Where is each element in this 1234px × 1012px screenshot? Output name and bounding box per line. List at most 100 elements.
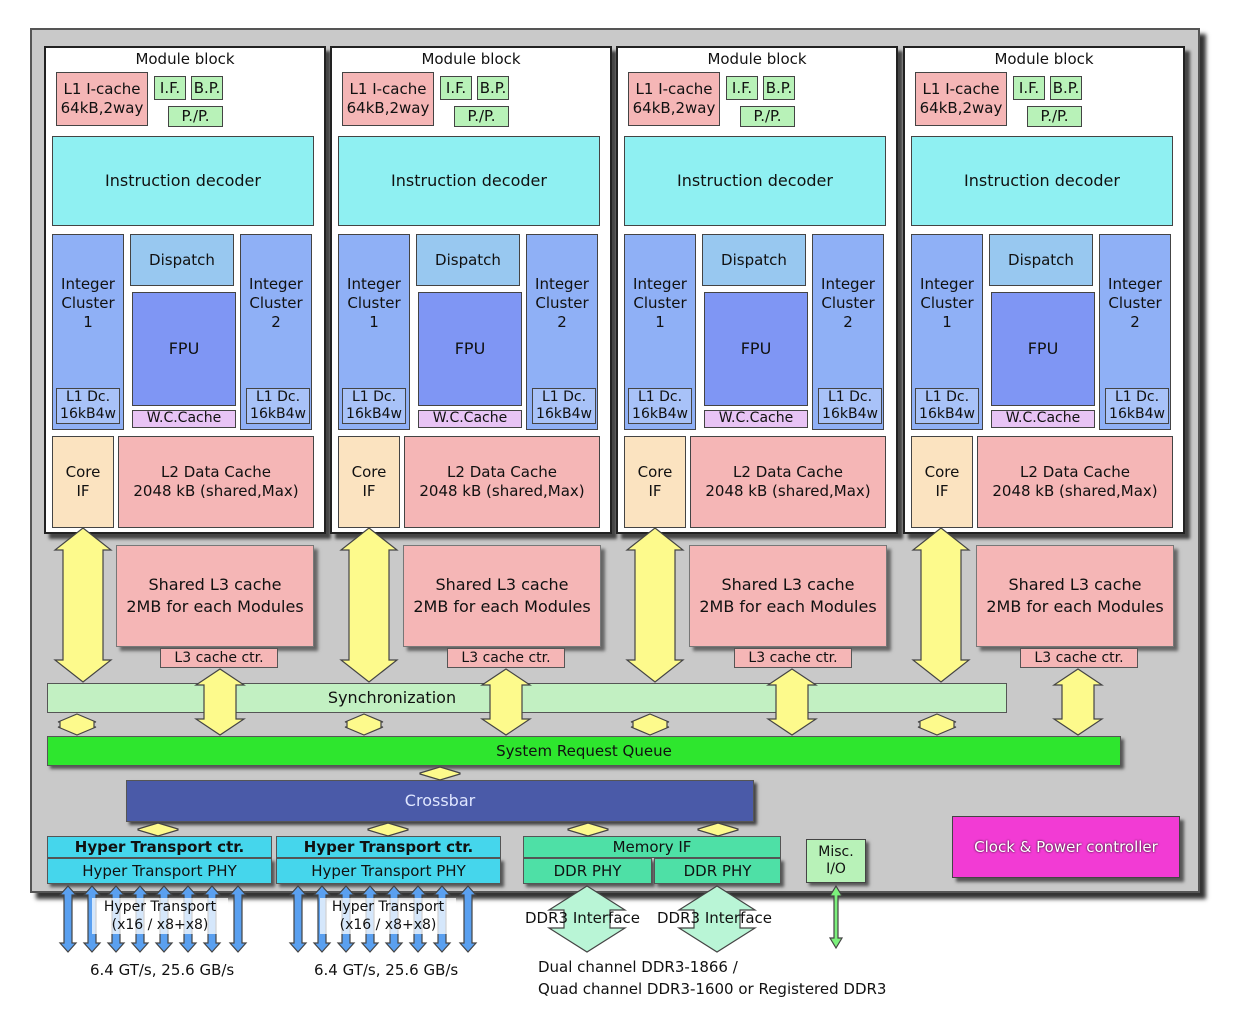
core-interface: Core IF	[338, 436, 400, 528]
instruction-decoder: Instruction decoder	[624, 136, 886, 226]
l1-dcache-1: L1 Dc. 16kB4w	[56, 388, 120, 424]
l1-dcache-size: 16kB4w	[632, 406, 688, 422]
l1-dcache-size: 16kB4w	[250, 406, 306, 422]
ddr3-interface-label: DDR3 Interface	[657, 909, 772, 927]
integer-cluster-1-line: Cluster	[920, 293, 974, 312]
dispatch: Dispatch	[702, 234, 806, 286]
l3-cache-size: 2MB for each Modules	[986, 597, 1164, 616]
hyper-transport-speed: 6.4 GT/s, 25.6 GB/s	[90, 961, 235, 979]
hyper-transport-speed: 6.4 GT/s, 25.6 GB/s	[314, 961, 459, 979]
fpu: FPU	[991, 292, 1095, 406]
core-interface: Core IF	[911, 436, 973, 528]
integer-cluster-1-line: Cluster	[347, 293, 401, 312]
l3-sync-arrow	[480, 668, 532, 736]
pre-decode: P./P.	[168, 106, 223, 127]
l3-cache-controller: L3 cache ctr.	[1020, 648, 1138, 668]
l1-icache-size: 64kB,2way	[60, 99, 144, 117]
l1-icache-name: L1 I-cache	[635, 80, 713, 99]
write-combining-cache: W.C.Cache	[132, 410, 236, 428]
l3-cache-name: Shared L3 cache	[148, 574, 282, 594]
dispatch: Dispatch	[130, 234, 234, 286]
hyper-transport-lane-arrow	[228, 885, 248, 953]
l1-icache: L1 I-cache 64kB,2way	[628, 72, 720, 126]
fpu: FPU	[704, 292, 808, 406]
integer-cluster-2-line: 2	[557, 312, 567, 331]
l1-dcache-size: 16kB4w	[822, 406, 878, 422]
core-interface: Core IF	[624, 436, 686, 528]
memory-support-note: Quad channel DDR3-1600 or Registered DDR…	[538, 980, 887, 998]
integer-cluster-1-line: Integer	[347, 275, 401, 293]
l3-cache-controller: L3 cache ctr.	[447, 648, 565, 668]
branch-predictor: B.P.	[1050, 76, 1082, 100]
core-interface-line: IF	[648, 482, 662, 500]
l1-dcache-name: L1 Dc.	[541, 388, 587, 405]
l1-dcache-2: L1 Dc. 16kB4w	[818, 388, 882, 424]
l2-data-cache: L2 Data Cache 2048 kB (shared,Max)	[690, 436, 886, 528]
integer-cluster-2-line: Cluster	[1108, 293, 1162, 312]
hyper-transport-phy: Hyper Transport PHY	[47, 858, 272, 884]
l1-dcache-size: 16kB4w	[1109, 406, 1165, 422]
instruction-fetch: I.F.	[726, 76, 758, 100]
l3-cache-size: 2MB for each Modules	[699, 597, 877, 616]
write-combining-cache: W.C.Cache	[704, 410, 808, 428]
pre-decode: P./P.	[740, 106, 795, 127]
branch-predictor: B.P.	[763, 76, 795, 100]
l1-dcache-name: L1 Dc.	[924, 388, 970, 405]
l1-dcache-name: L1 Dc.	[65, 388, 111, 405]
integer-cluster-2-line: Cluster	[535, 293, 589, 312]
l1-dcache-name: L1 Dc.	[827, 388, 873, 405]
srq-crossbar-arrow	[419, 766, 461, 781]
l2-cache-name: L2 Data Cache	[733, 463, 843, 482]
hyper-transport-lane-arrow	[288, 885, 308, 953]
l2-cache-name: L2 Data Cache	[447, 463, 557, 482]
module-title: Module block	[707, 50, 807, 68]
l1-icache-size: 64kB,2way	[632, 99, 716, 117]
core-interface-line: IF	[935, 482, 949, 500]
core-interface-line: IF	[362, 482, 376, 500]
l3-cache-name: Shared L3 cache	[1008, 574, 1142, 594]
instruction-fetch: I.F.	[440, 76, 472, 100]
crossbar: Crossbar	[126, 780, 754, 822]
crossbar-io-arrow	[697, 822, 739, 837]
integer-cluster-2-line: Integer	[1108, 275, 1162, 293]
integer-cluster-2-line: 2	[1130, 312, 1140, 331]
integer-cluster-2-line: 2	[843, 312, 853, 331]
ht-link-name: Hyper Transport	[103, 899, 217, 915]
l1-dcache-2: L1 Dc. 16kB4w	[532, 388, 596, 424]
branch-predictor: B.P.	[477, 76, 509, 100]
integer-cluster-2-line: Cluster	[249, 293, 303, 312]
l3-cache-name: Shared L3 cache	[435, 574, 569, 594]
integer-cluster-1-line: 1	[83, 312, 93, 331]
ddr3-interface-label: DDR3 Interface	[525, 909, 640, 927]
instruction-fetch: I.F.	[154, 76, 186, 100]
hyper-transport-link-label: Hyper Transport (x16 / x8+x8)	[320, 898, 456, 934]
shared-l3-cache: Shared L3 cache 2MB for each Modules	[116, 545, 314, 647]
shared-l3-cache: Shared L3 cache 2MB for each Modules	[976, 545, 1174, 647]
hyper-transport-lane-arrow	[58, 885, 78, 953]
l3-cache-size: 2MB for each Modules	[413, 597, 591, 616]
l1-dcache-size: 16kB4w	[919, 406, 975, 422]
l1-dcache-1: L1 Dc. 16kB4w	[628, 388, 692, 424]
module-sync-arrow	[625, 527, 685, 683]
integer-cluster-1-line: Integer	[920, 275, 974, 293]
integer-cluster-1-line: 1	[942, 312, 952, 331]
l3-cache-size: 2MB for each Modules	[126, 597, 304, 616]
fpu: FPU	[418, 292, 522, 406]
ht-link-name: Hyper Transport	[331, 899, 445, 915]
sync-srq-arrow	[57, 713, 97, 736]
core-interface-line: IF	[76, 482, 90, 500]
misc-io-arrow	[828, 884, 844, 950]
module-block: Module block L1 I-cache 64kB,2way I.F. B…	[330, 46, 612, 534]
l1-dcache-size: 16kB4w	[346, 406, 402, 422]
sync-srq-arrow	[917, 713, 957, 736]
l1-dcache-name: L1 Dc.	[1114, 388, 1160, 405]
module-title: Module block	[994, 50, 1094, 68]
write-combining-cache: W.C.Cache	[991, 410, 1095, 428]
hyper-transport-link-label: Hyper Transport (x16 / x8+x8)	[92, 898, 228, 934]
l1-dcache-name: L1 Dc.	[255, 388, 301, 405]
l3-sync-arrow	[194, 668, 246, 736]
l1-icache-size: 64kB,2way	[919, 99, 1003, 117]
l1-dcache-name: L1 Dc.	[637, 388, 683, 405]
memory-support-note: Dual channel DDR3-1866 /	[538, 958, 738, 976]
l1-dcache-1: L1 Dc. 16kB4w	[342, 388, 406, 424]
